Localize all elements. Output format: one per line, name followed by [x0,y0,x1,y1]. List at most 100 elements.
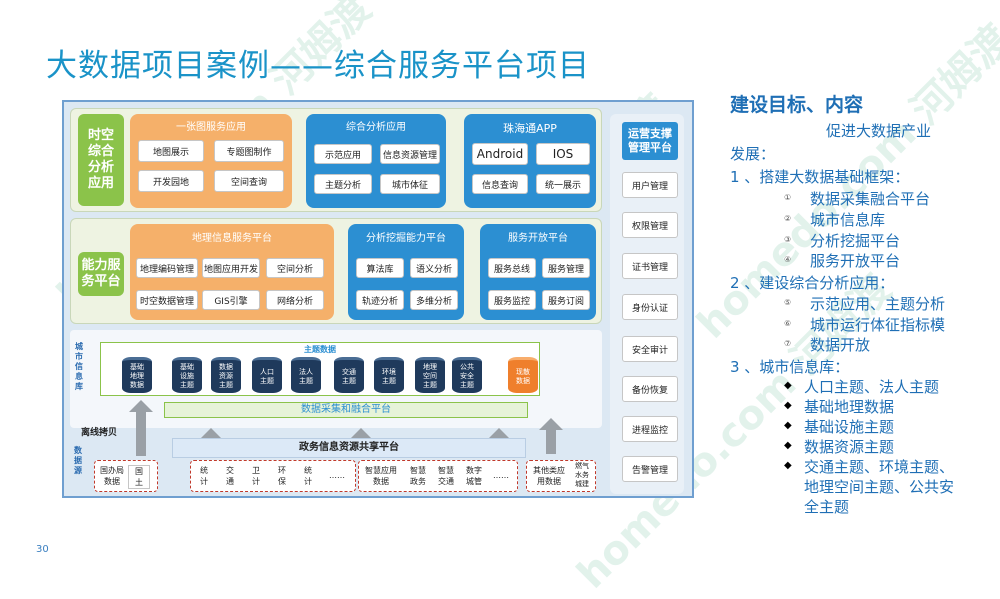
chip-map-dev: 地图应用开发 [202,258,260,278]
db-basic-geo: 基础 地理 数据 [122,357,152,393]
chip-multidim: 多维分析 [410,290,458,310]
ops-permission-mgmt: 权限管理 [622,212,678,238]
ops-user-mgmt: 用户管理 [622,172,678,198]
db-traffic: 交通 主题 [334,357,364,393]
chip-unified-display: 统一展示 [536,174,590,194]
sub1-num-1: ① [784,193,792,202]
gas-water-build: 燃气 水务 城建 [575,462,589,488]
mining-platform-title: 分析挖掘能力平台 [366,233,446,244]
sub2-num-1: ⑤ [784,298,792,307]
db-data-resource: 数据 资源 主题 [211,357,241,393]
bullet-diamond-icon: ◆ [784,420,792,431]
sub1-text-4: 服务开放平台 [810,252,901,270]
bullet-diamond-icon: ◆ [784,460,792,471]
share-platform-bar [172,438,526,458]
bullet-5: 交通主题、环境主题、 [804,458,955,476]
other-arrow-stem [546,430,556,454]
other-arrow-head [539,418,563,430]
offline-copy-label: 离线拷贝 [80,428,117,438]
chip-android: Android [472,143,528,165]
page-number: 30 [36,544,49,555]
geo-service-platform-title: 地理信息服务平台 [192,233,272,244]
sub1-text-1: 数据采集融合平台 [810,190,931,208]
share-arrow-2 [349,428,373,440]
sub2-num-3: ⑦ [784,339,792,348]
sub2-text-1: 示范应用、主题分析 [810,295,946,313]
db-legal-person: 法人 主题 [291,357,321,393]
theme-data-title: 主题数据 [304,345,336,354]
digital-city-mgmt: 数字 城管 [466,466,482,486]
chip-service-subscribe: 服务订阅 [542,290,590,310]
chip-theme-analysis: 主题分析 [314,174,372,194]
ops-identity-auth: 身份认证 [622,294,678,320]
fusion-platform-bar [164,402,528,418]
chip-city-signs: 城市体征 [380,174,440,194]
chip-spatial-analysis: 空间分析 [266,258,324,278]
ops-platform-title: 运营支撑 管理平台 [622,122,678,160]
db-scatter-data: 现散 数据 [508,357,538,393]
goals-line2: 发展： [730,145,776,163]
bullet-4: 数据资源主题 [804,438,895,456]
chip-spatial-query: 空间查询 [214,170,284,192]
gov-source-5: 统 计 [304,466,312,486]
layer1-label: 时空 综合 分析 应用 [78,114,124,206]
share-arrow-3 [487,428,511,440]
gov-source-2: 交 通 [226,466,234,486]
bullet-1: 人口主题、法人主题 [804,378,940,396]
db-geo-space: 地理 空间 主题 [415,357,445,393]
zhuhai-app-title: 珠海通APP [503,122,557,135]
smart-traffic: 智慧 交通 [438,466,454,486]
source-group-gov [190,460,356,492]
chip-semantic: 语义分析 [410,258,458,278]
national-data: 国办局 数据 [100,466,124,486]
ops-backup-restore: 备份恢复 [622,376,678,402]
bullet-7: 全主题 [804,498,850,516]
smart-gov: 智慧 政务 [410,466,426,486]
chip-network-analysis: 网络分析 [266,290,324,310]
goal-point-1: 1 、搭建大数据基础框架： [730,168,910,186]
source-group-other [526,460,596,492]
chip-spatiotemporal: 时空数据管理 [136,290,198,310]
map-service-app-title: 一张图服务应用 [176,122,246,133]
chip-info-query: 信息查询 [472,174,528,194]
bullet-2: 基础地理数据 [804,398,895,416]
goal-point-3: 3 、城市信息库： [730,358,850,376]
chip-algorithm-lib: 算法库 [356,258,404,278]
source-label: 数 据 源 [74,446,82,475]
bullet-diamond-icon: ◆ [784,400,792,411]
db-infrastructure: 基础 设施 主题 [172,357,202,393]
bullet-diamond-icon: ◆ [784,380,792,391]
offline-arrow-stem [136,412,146,456]
analysis-app-title: 综合分析应用 [346,122,406,133]
ops-security-audit: 安全审计 [622,336,678,362]
offline-arrow-head [129,400,153,412]
layer2-label: 能力服 务平台 [78,252,124,296]
sub2-text-3: 数据开放 [810,336,871,354]
db-population: 人口 主题 [252,357,282,393]
chip-service-mgmt: 服务管理 [542,258,590,278]
other-app-data: 其他类应 用数据 [533,466,565,486]
chip-info-resource: 信息资源管理 [380,144,440,164]
chip-dev-garden: 开发园地 [138,170,204,192]
smart-more: …… [493,471,509,480]
chip-map-display: 地图展示 [138,140,204,162]
ops-alert-mgmt: 告警管理 [622,456,678,482]
chip-thematic-map: 专题图制作 [214,140,284,162]
db-public-safety: 公共 安全 主题 [452,357,482,393]
share-arrow-1 [199,428,223,440]
chip-geocoding: 地理编码管理 [136,258,198,278]
gov-source-3: 卫 计 [252,466,260,486]
smart-app-data: 智慧应用 数据 [365,466,397,486]
sub1-num-3: ③ [784,235,792,244]
land-source: 国 土 [128,465,150,489]
bullet-3: 基础设施主题 [804,418,895,436]
bullet-diamond-icon: ◆ [784,440,792,451]
chip-ios: IOS [536,143,590,165]
sub1-text-2: 城市信息库 [810,211,886,229]
share-platform-label: 政务信息资源共享平台 [299,442,399,453]
db-environment: 环境 主题 [374,357,404,393]
sub1-text-3: 分析挖掘平台 [810,232,901,250]
chip-demo-app: 示范应用 [314,144,372,164]
goals-line1: 促进大数据产业 [826,122,932,140]
source-group-smart [358,460,518,492]
